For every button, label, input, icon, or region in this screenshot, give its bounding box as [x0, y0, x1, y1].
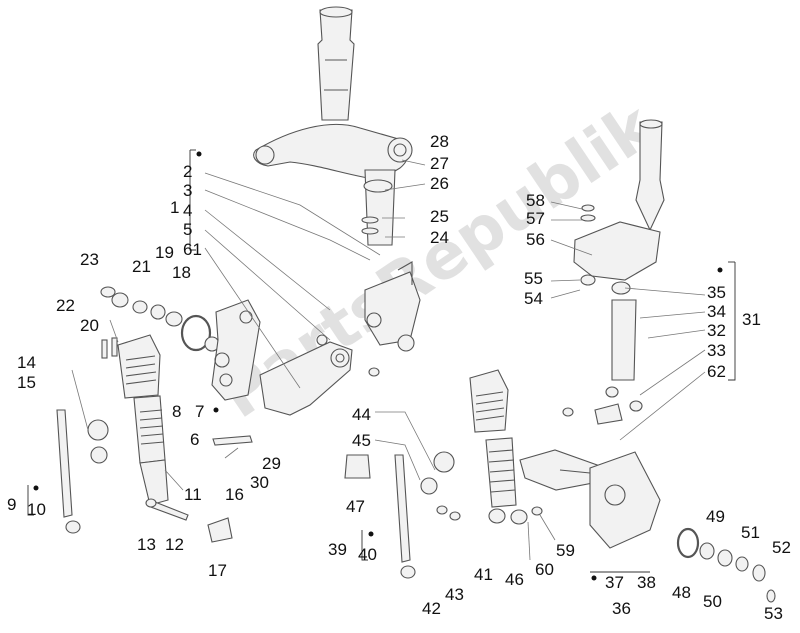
callout-61: 61	[183, 240, 202, 259]
callout-52: 52	[772, 538, 791, 557]
callout-30: 30	[250, 473, 269, 492]
callout-35: 35	[707, 283, 726, 302]
callout-50: 50	[703, 592, 722, 611]
callout-37: 37	[605, 573, 624, 592]
right-steering-stem	[573, 119, 665, 412]
callout-27: 27	[430, 154, 449, 173]
callout-59: 59	[556, 541, 575, 560]
callout-10: 10	[27, 500, 46, 519]
callout-5: 5	[183, 220, 192, 239]
callout-brackets	[27, 149, 736, 581]
callout-22: 22	[56, 296, 75, 315]
left-brake-caliper-and-arm	[100, 286, 380, 416]
callout-58: 58	[526, 191, 545, 210]
callout-43: 43	[445, 585, 464, 604]
callout-14: 14	[17, 353, 36, 372]
leader-lines	[71, 159, 706, 561]
callout-26: 26	[430, 174, 449, 193]
callout-31: 31	[742, 310, 761, 329]
callout-32: 32	[707, 321, 726, 340]
callout-41: 41	[474, 565, 493, 584]
callout-19: 19	[155, 243, 174, 262]
callout-53: 53	[764, 604, 783, 623]
callout-33: 33	[707, 341, 726, 360]
callout-9: 9	[7, 495, 16, 514]
callout-21: 21	[132, 257, 151, 276]
callout-49: 49	[706, 507, 725, 526]
callout-3: 3	[183, 181, 192, 200]
callout-57: 57	[526, 209, 545, 228]
callout-39: 39	[328, 540, 347, 559]
callout-38: 38	[637, 573, 656, 592]
callout-6: 6	[190, 430, 199, 449]
callout-60: 60	[535, 560, 554, 579]
callout-36: 36	[612, 599, 631, 618]
callout-8: 8	[172, 402, 181, 421]
callout-56: 56	[526, 230, 545, 249]
callout-15: 15	[17, 373, 36, 392]
left-steering-stem	[253, 6, 421, 352]
callout-13: 13	[137, 535, 156, 554]
callout-24: 24	[430, 228, 449, 247]
callout-20: 20	[80, 316, 99, 335]
callout-40: 40	[358, 545, 377, 564]
callout-29: 29	[262, 454, 281, 473]
callout-12: 12	[165, 535, 184, 554]
callout-42: 42	[422, 599, 441, 618]
callout-25: 25	[430, 207, 449, 226]
callout-2: 2	[183, 162, 192, 181]
callout-51: 51	[741, 523, 760, 542]
callout-7: 7	[195, 402, 204, 421]
callout-4: 4	[183, 201, 192, 220]
callout-34: 34	[707, 302, 726, 321]
callout-28: 28	[430, 132, 449, 151]
callout-44: 44	[352, 405, 371, 424]
callout-47: 47	[346, 497, 365, 516]
callout-55: 55	[524, 269, 543, 288]
callout-1: 1	[170, 198, 179, 217]
callout-54: 54	[524, 289, 543, 308]
right-shock-and-hub	[344, 369, 776, 603]
callout-62: 62	[707, 362, 726, 381]
callout-17: 17	[208, 561, 227, 580]
callout-48: 48	[672, 583, 691, 602]
callout-23: 23	[80, 250, 99, 269]
callout-46: 46	[505, 570, 524, 589]
left-shock-absorber	[56, 334, 253, 543]
callout-11: 11	[184, 485, 202, 504]
callout-16: 16	[225, 485, 244, 504]
callout-45: 45	[352, 431, 371, 450]
callout-18: 18	[172, 263, 191, 282]
